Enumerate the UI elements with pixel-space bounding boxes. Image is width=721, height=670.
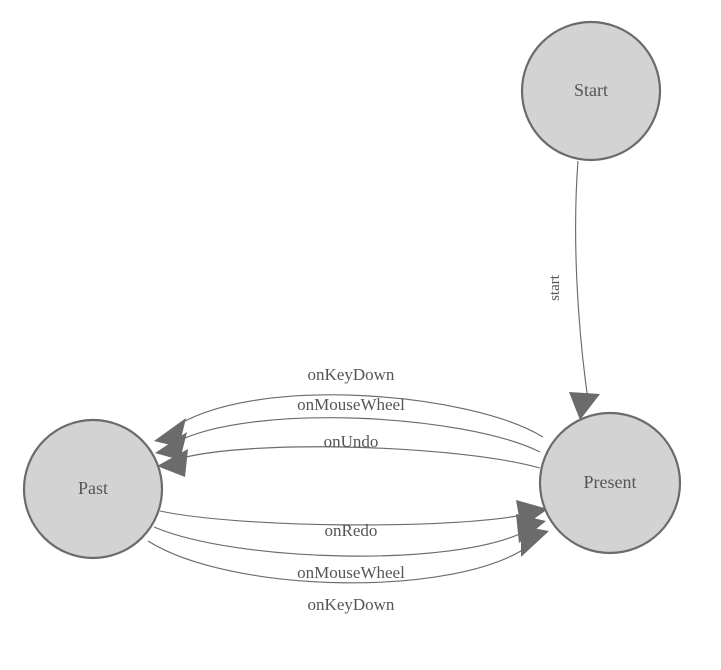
edge-label-present-past-onkeydown: onKeyDown (308, 365, 395, 384)
edges-layer (147, 160, 600, 584)
edge-label-present-past-onmousewheel: onMouseWheel (297, 395, 405, 414)
node-past[interactable]: Past (22, 418, 164, 560)
edge-path-past-present-3[interactable] (147, 540, 531, 584)
edge-past-to-present-onkeydown[interactable] (147, 526, 549, 584)
node-start-circle[interactable] (520, 20, 662, 162)
node-start-label: Start (574, 80, 608, 100)
node-start[interactable]: Start (520, 20, 662, 162)
edge-path-present-past-1[interactable] (171, 394, 544, 438)
edge-label-start: start (547, 274, 563, 301)
edge-path-start-present[interactable] (575, 160, 589, 401)
arrowhead-past-present-3 (521, 526, 549, 557)
node-past-circle[interactable] (22, 418, 164, 560)
edge-path-past-present-2[interactable] (153, 526, 527, 557)
edge-path-past-present-1[interactable] (159, 510, 529, 526)
edge-start-to-present[interactable] (569, 160, 600, 420)
node-present-label: Present (584, 472, 637, 492)
node-past-label: Past (78, 478, 108, 498)
edge-present-to-past-onundo[interactable] (157, 446, 541, 477)
edge-label-present-past-onundo: onUndo (324, 432, 379, 451)
arrowhead-present-past-2 (155, 432, 187, 460)
edge-label-past-present-onkeydown: onKeyDown (308, 595, 395, 614)
edge-path-present-past-2[interactable] (173, 417, 541, 453)
edge-path-present-past-3[interactable] (177, 446, 541, 469)
edge-labels-layer: start onKeyDown onMouseWheel onUndo onRe… (297, 274, 563, 614)
edge-present-to-past-onmousewheel[interactable] (155, 417, 541, 460)
node-present[interactable]: Present (538, 411, 682, 555)
arrowhead-start-present (569, 392, 600, 420)
nodes-layer: Start Past Present (22, 20, 682, 560)
node-present-circle[interactable] (538, 411, 682, 555)
edge-label-past-present-onredo: onRedo (325, 521, 378, 540)
edge-label-past-present-onmousewheel: onMouseWheel (297, 563, 405, 582)
arrowhead-present-past-3 (157, 449, 188, 477)
